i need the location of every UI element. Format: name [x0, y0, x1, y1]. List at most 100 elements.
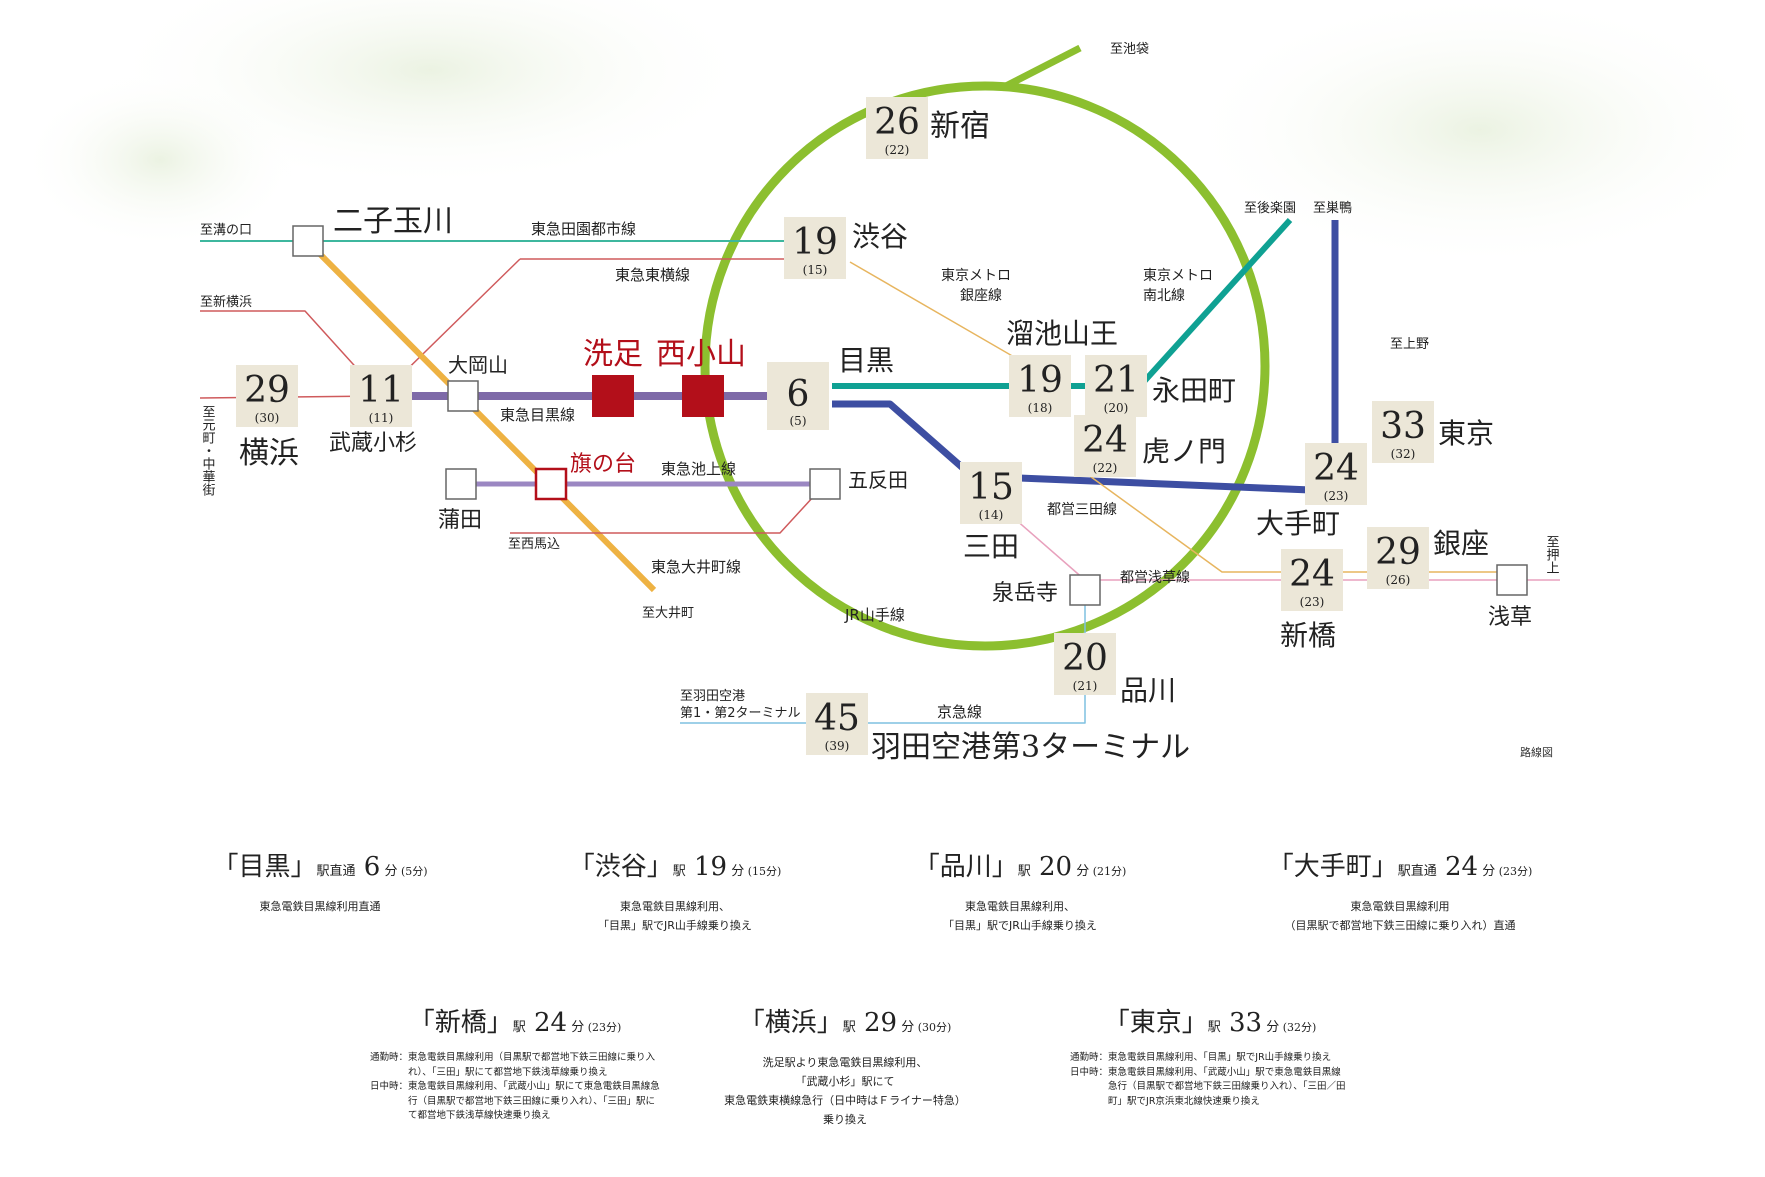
time-value-note-mita: (14): [979, 508, 1004, 522]
station-label-shibuya: 渋谷: [852, 220, 908, 253]
description-line: 洗足駅より東急電鉄目黒線利用、: [762, 1056, 928, 1069]
time-box-nagatacho: [1085, 355, 1147, 417]
detail-label: 通勤時：: [1070, 1052, 1109, 1063]
yamanote-line: [700, 81, 1270, 651]
station-label-hatanodai: 旗の台: [570, 452, 636, 477]
route-card-unit: 駅: [512, 1020, 526, 1035]
route-card: 「目黒」駅直通 6 分 (5分)東急電鉄目黒線利用直通: [205, 846, 435, 916]
time-box-meguro: [767, 362, 829, 430]
time-value-mita: 15: [968, 467, 1014, 508]
route-card-heading: 「新橋」駅 24 分 (23分): [370, 1002, 660, 1039]
route-card-heading: 「横浜」駅 29 分 (30分): [700, 1002, 990, 1039]
route-card-unit: (30分): [914, 1021, 952, 1034]
line-label-toyoko: 東急東横線: [615, 266, 690, 284]
time-box-tameike: [1009, 355, 1071, 417]
route-card-description: 東急電鉄目黒線利用、「目黒」駅でJR山手線乗り換え: [905, 897, 1135, 935]
description-line: 東急電鉄目黒線利用、: [965, 900, 1075, 913]
route-card-unit: 分: [1072, 864, 1090, 879]
station-label-nishikoyama: 西小山: [656, 337, 746, 372]
route-card-value: 「新橋」: [408, 1008, 513, 1038]
map-caption: 路線図: [1520, 746, 1553, 759]
station-label-sengakuji: 泉岳寺: [992, 581, 1058, 606]
time-value-note-haneda3: (39): [825, 739, 850, 753]
route-card-heading: 「渋谷」駅 19 分 (15分): [560, 846, 790, 883]
time-box-tokyo: [1372, 401, 1434, 463]
route-card-unit: (23分): [1495, 865, 1533, 878]
station-label-nagatacho: 永田町: [1152, 374, 1236, 407]
route-card-detail: 通勤時：東急電鉄目黒線利用（目黒駅で都営地下鉄三田線に乗り入れ）、「三田」駅にて…: [370, 1051, 660, 1124]
station-marker-gotanda: [809, 468, 841, 500]
detail-text: 東急電鉄目黒線利用、「目黒」駅でJR山手線乗り換え: [1108, 1052, 1332, 1063]
time-value-note-shinagawa: (21): [1073, 679, 1098, 693]
description-line: 「目黒」駅でJR山手線乗り換え: [943, 919, 1097, 932]
route-card-value: 「品川」: [913, 852, 1018, 882]
route-card-description: 東急電鉄目黒線利用、「目黒」駅でJR山手線乗り換え: [560, 897, 790, 935]
yamanote-branch-line: [1000, 44, 1082, 92]
line-label-meguro: 東急目黒線: [500, 406, 575, 424]
time-value-musashikosugi: 11: [358, 370, 404, 411]
station-label-senzoku: 洗足: [583, 337, 643, 372]
station-marker-nishikoyama: [682, 375, 724, 417]
station-label-otemachi: 大手町: [1256, 507, 1340, 540]
route-card-value: 「渋谷」: [568, 852, 673, 882]
direction-oshiage: 至押上: [1544, 535, 1560, 574]
map-labels: 洗足西小山旗の台二子玉川大岡山蒲田五反田目黒渋谷新宿溜池山王永田町虎ノ門三田大手…: [200, 42, 1560, 765]
route-card-value: 「東京」: [1103, 1008, 1208, 1038]
direction-kourakuen: 至後楽園: [1244, 200, 1296, 216]
route-card-unit: 分: [897, 1020, 915, 1035]
route-card-unit: 駅: [1207, 1020, 1221, 1035]
route-card-value: 29: [855, 1008, 898, 1038]
detail-row: 日中時：東急電鉄目黒線利用、「武蔵小山」駅にて東急電鉄目黒線急行（目黒駅で都営地…: [370, 1080, 660, 1124]
description-line: （目黒駅で都営地下鉄三田線に乗り入れ）直通: [1284, 919, 1516, 932]
station-label-kamata: 蒲田: [438, 508, 482, 533]
route-card: 「東京」駅 33 分 (32分) 通勤時：東急電鉄目黒線利用、「目黒」駅でJR山手…: [1070, 1002, 1350, 1109]
station-label-haneda3: 羽田空港第3ターミナル: [871, 730, 1190, 765]
route-card-description: 東急電鉄目黒線利用直通: [205, 897, 435, 916]
time-box-musashikosugi: [350, 365, 412, 427]
time-box-shinagawa: [1054, 633, 1116, 695]
route-card: 「横浜」駅 29 分 (30分) 洗足駅より東急電鉄目黒線利用、「武蔵小杉」駅にて…: [700, 1002, 990, 1129]
direction-shinyokohama: 至新横浜: [200, 294, 252, 310]
time-value-note-otemachi: (23): [1324, 489, 1349, 503]
time-box-mita: [960, 462, 1022, 524]
direction-motomachi: 至元町・中華街: [200, 405, 216, 496]
station-marker-hatanodai: [534, 467, 568, 501]
line-label-ginza-1: 東京メトロ: [941, 268, 1011, 284]
time-value-nagatacho: 21: [1093, 360, 1139, 401]
time-value-note-meguro: (5): [790, 414, 807, 428]
route-card-unit: (21分): [1089, 865, 1127, 878]
route-card-description: 洗足駅より東急電鉄目黒線利用、「武蔵小杉」駅にて東急電鉄東横線急行（日中時はＦラ…: [700, 1053, 990, 1129]
station-label-shinagawa: 品川: [1120, 674, 1176, 707]
line-label-mita: 都営三田線: [1047, 502, 1117, 518]
station-label-tokyo: 東京: [1438, 417, 1494, 450]
station-label-toranomon: 虎ノ門: [1142, 435, 1226, 468]
route-card-unit: 駅: [672, 864, 686, 879]
station-markers: 6(5)19(15)26(22)19(18)21(20)24(22)15(14)…: [236, 97, 1528, 755]
station-marker-kamata: [445, 468, 477, 500]
direction-ueno: 至上野: [1390, 337, 1429, 352]
time-value-note-shinjuku: (22): [885, 143, 910, 157]
route-card: 「品川」駅 20 分 (21分)東急電鉄目黒線利用、「目黒」駅でJR山手線乗り換…: [905, 846, 1135, 935]
route-card-heading: 「東京」駅 33 分 (32分): [1070, 1002, 1350, 1039]
time-value-note-shibuya: (15): [803, 263, 828, 277]
route-card-unit: 分: [1478, 864, 1496, 879]
route-card-unit: (5分): [397, 865, 428, 878]
time-value-tameike: 19: [1017, 360, 1063, 401]
description-line: 「武蔵小杉」駅にて: [795, 1075, 895, 1088]
time-value-tokyo: 33: [1380, 406, 1426, 447]
oimachi-line: [304, 238, 657, 593]
route-card-unit: 分: [1262, 1020, 1280, 1035]
line-label-denentoshi: 東急田園都市線: [531, 220, 636, 238]
time-value-toranomon: 24: [1082, 420, 1128, 461]
station-label-futakotamagawa: 二子玉川: [333, 204, 453, 239]
route-card-unit: 分: [727, 864, 745, 879]
description-line: 乗り換え: [823, 1113, 867, 1126]
detail-text: 東急電鉄目黒線利用、「武蔵小山」駅にて東急電鉄目黒線急行（目黒駅で都営地下鉄三田…: [408, 1081, 660, 1121]
route-card-unit: 分: [380, 864, 398, 879]
route-card-description: 東急電鉄目黒線利用（目黒駅で都営地下鉄三田線に乗り入れ）直通: [1240, 897, 1560, 935]
station-label-tameike: 溜池山王: [1006, 317, 1118, 350]
direction-nishimagome: 至西馬込: [508, 537, 560, 552]
description-line: 東急電鉄目黒線利用直通: [259, 900, 381, 913]
direction-ikebukuro: 至池袋: [1110, 42, 1149, 57]
